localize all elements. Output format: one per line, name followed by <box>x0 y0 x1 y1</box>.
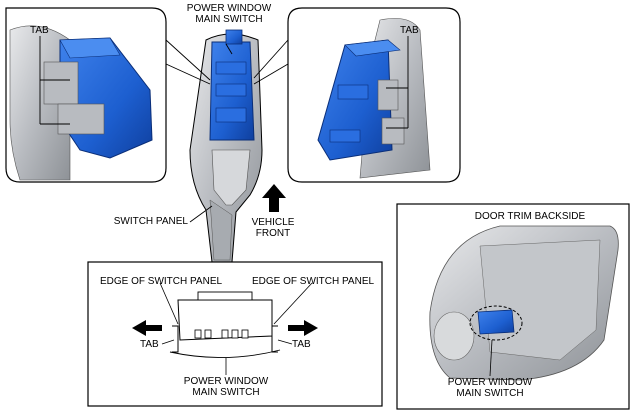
detail-box-left <box>5 7 167 183</box>
label-tab-bottom-right: TAB <box>292 339 311 350</box>
label-switch-panel: SWITCH PANEL <box>113 216 188 227</box>
tab-leader-right <box>386 36 409 129</box>
label-tab-bottom-left: TAB <box>140 339 159 350</box>
detail-box-right <box>287 7 461 183</box>
arrow-out-right <box>288 320 318 336</box>
vehicle-front-arrow <box>262 184 286 212</box>
arrow-out-left <box>132 320 162 336</box>
label-power-window-main-switch-bottom: POWER WINDOW MAIN SWITCH <box>183 376 269 398</box>
label-edge-right: EDGE OF SWITCH PANEL <box>252 276 375 287</box>
tab-leader-left <box>39 36 70 125</box>
label-power-window-main-switch-top: POWER WINDOW MAIN SWITCH <box>186 3 272 25</box>
label-power-window-main-switch-door: POWER WINDOW MAIN SWITCH <box>447 377 533 399</box>
label-edge-left: EDGE OF SWITCH PANEL <box>100 276 223 287</box>
door-trim-box <box>396 203 630 410</box>
label-door-trim-backside: DOOR TRIM BACKSIDE <box>474 211 586 222</box>
section-box-bottom <box>87 261 383 407</box>
callout-lines <box>165 39 289 85</box>
power-window-switch-center <box>209 29 255 141</box>
label-tab-right: TAB <box>400 25 419 36</box>
switch-panel-leader <box>189 205 213 223</box>
label-tab-left: TAB <box>30 25 49 36</box>
label-vehicle-front: VEHICLE FRONT <box>251 217 295 239</box>
